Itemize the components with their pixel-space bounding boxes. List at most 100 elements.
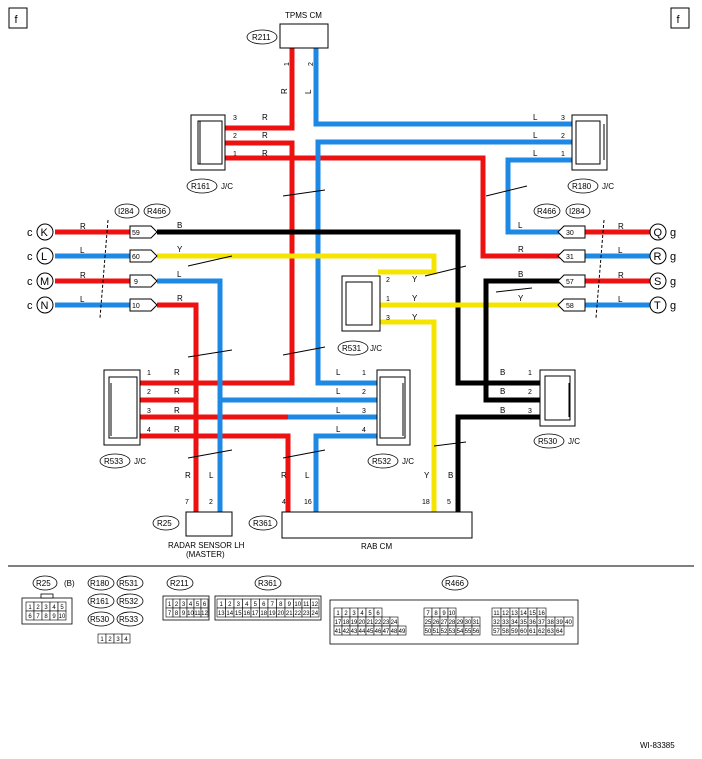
svg-text:1: 1: [233, 151, 237, 158]
svg-text:R: R: [262, 149, 268, 158]
r532-suffix: J/C: [402, 457, 414, 466]
legend-r466-a-pin: 23: [383, 620, 390, 626]
legend-r466-a-cell: [397, 625, 407, 636]
wire-yellow-r531-3: [378, 319, 437, 512]
legend-r25-ref: R25: [36, 579, 51, 588]
r180-suffix: J/C: [602, 182, 614, 191]
terminal-k: K: [41, 227, 49, 239]
legend-r466-c-cell: [554, 625, 565, 636]
legend-r466-b-pin: 29: [457, 620, 464, 626]
svg-text:g: g: [670, 276, 676, 288]
legend-r466-c-pin: 61: [529, 629, 536, 635]
svg-text:R: R: [80, 222, 86, 231]
rab-title: RAB CM: [361, 542, 392, 551]
svg-text:9: 9: [134, 279, 138, 286]
page-marker-right-box: [670, 7, 690, 29]
legend-r361-pin: 22: [294, 611, 301, 617]
legend-r211-pin: 7: [168, 611, 172, 617]
wire-blue-r180-1: [505, 157, 575, 235]
legend-r466-c-pin: 40: [565, 620, 572, 626]
svg-text:L: L: [177, 270, 182, 279]
svg-text:4: 4: [362, 427, 366, 434]
legend-r361-pin: 23: [303, 611, 310, 617]
svg-text:B: B: [500, 368, 505, 377]
legend-r361-pin: 19: [269, 611, 276, 617]
legend-r25-pin: 4: [52, 605, 56, 611]
svg-text:B: B: [500, 406, 505, 415]
svg-text:L: L: [533, 149, 538, 158]
legend-r466-a-pin: 20: [359, 620, 366, 626]
svg-text:R: R: [262, 131, 268, 140]
legend-jc-refs: R180 R531 R161 R532 R530 R533: [87, 575, 144, 627]
inline-connectors-right: [557, 225, 586, 312]
wire-blue-r532-4: [313, 433, 379, 512]
legend-r466-b-pin: 54: [457, 629, 464, 635]
legend-r361-pin: 15: [235, 611, 242, 617]
legend-r211-pin: 10: [187, 611, 194, 617]
svg-text:7: 7: [185, 499, 189, 506]
svg-text:L: L: [518, 221, 523, 230]
legend-r466-a-pin: 45: [367, 629, 374, 635]
wire-blue-tpms-2: [313, 48, 575, 127]
legend-r211-pin: 3: [182, 602, 186, 608]
svg-text:L: L: [618, 246, 623, 255]
svg-text:c: c: [27, 300, 33, 312]
svg-text:Y: Y: [177, 245, 183, 254]
terminal-n: N: [41, 300, 49, 312]
legend-r361-pin: 7: [271, 602, 275, 608]
legend-r361-pin: 2: [228, 602, 232, 608]
svg-text:18: 18: [422, 499, 430, 506]
legend-r361-pin: 8: [279, 602, 283, 608]
svg-text:L: L: [533, 113, 538, 122]
svg-text:3: 3: [528, 408, 532, 415]
svg-text:3: 3: [362, 408, 366, 415]
wire-blue-9: [157, 278, 379, 403]
svg-text:L: L: [336, 406, 341, 415]
legend-r466-c-pin: 14: [520, 611, 527, 617]
legend-r466-a-pin: 49: [399, 629, 406, 635]
svg-text:60: 60: [132, 254, 140, 261]
radar-subtitle: (MASTER): [186, 550, 225, 559]
legend-r466-a-pin: 18: [343, 620, 350, 626]
r531-suffix: J/C: [370, 344, 382, 353]
legend-r466-c-pin: 12: [502, 611, 509, 617]
legend-r466-a-pin: 19: [351, 620, 358, 626]
svg-text:3: 3: [386, 315, 390, 322]
svg-text:2: 2: [528, 389, 532, 396]
svg-text:2: 2: [209, 499, 213, 506]
svg-text:R: R: [618, 222, 624, 231]
tpms-ref-oval: [246, 29, 278, 45]
wire-yellow-60: [157, 253, 437, 275]
wire-red-r161-2: [138, 140, 295, 386]
legend-r466-a-pin: 4: [360, 611, 364, 617]
legend-r361-pin: 14: [226, 611, 233, 617]
r533-ref: R533: [104, 457, 124, 466]
svg-text:R: R: [618, 271, 624, 280]
legend-r361-pin: 17: [252, 611, 259, 617]
svg-text:L: L: [80, 246, 85, 255]
svg-text:B: B: [500, 387, 505, 396]
radar-box: [185, 511, 233, 537]
svg-text:B: B: [177, 221, 182, 230]
connector-boxes: [103, 23, 608, 539]
r533-suffix: J/C: [134, 457, 146, 466]
wire-red-r161-1: [222, 155, 560, 259]
page-marker-right: f: [677, 14, 681, 26]
radar-title: RADAR SENSOR LH: [168, 541, 245, 550]
svg-text:c: c: [27, 276, 33, 288]
wire-red-tpms-1: [222, 48, 295, 131]
legend-r466-c-pin: 64: [556, 629, 563, 635]
legend-r466-a-pin: 42: [343, 629, 350, 635]
svg-text:3: 3: [233, 115, 237, 122]
svg-text:2: 2: [561, 133, 565, 140]
figure-id: WI-83385: [640, 741, 675, 750]
legend-r466-b-pin: 8: [434, 611, 438, 617]
legend-r361-pin: 6: [262, 602, 266, 608]
svg-text:R: R: [185, 471, 191, 480]
svg-text:Y: Y: [412, 313, 418, 322]
svg-text:2: 2: [362, 389, 366, 396]
svg-text:R532: R532: [119, 597, 139, 606]
legend-r466-b-pin: 52: [441, 629, 448, 635]
tpms-title: TPMS CM: [285, 11, 322, 20]
wire-black-r530-3: [455, 414, 545, 512]
